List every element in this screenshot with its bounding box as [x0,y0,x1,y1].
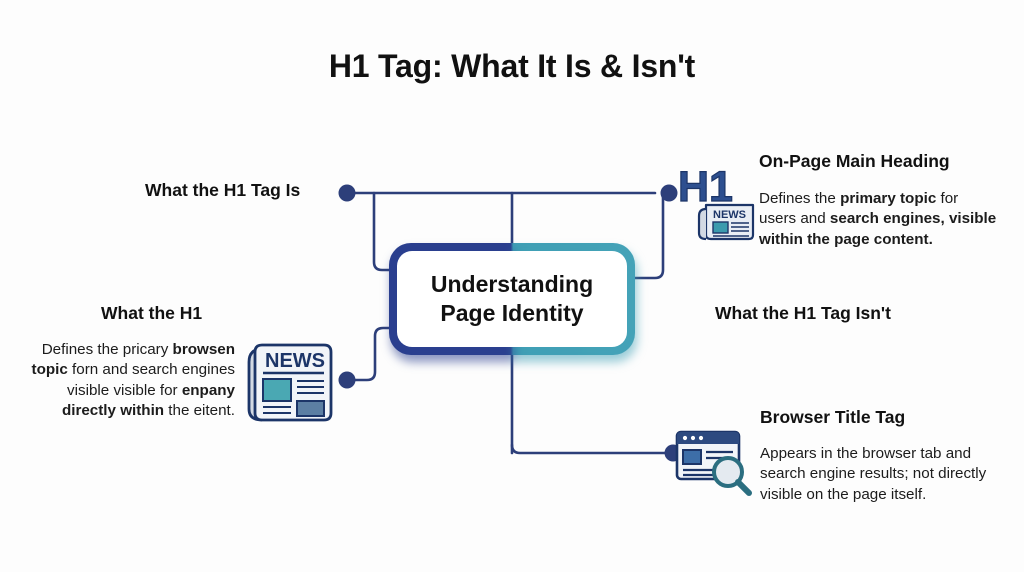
connector-dot-top-left [338,184,356,202]
connector-dot-top-right [660,184,678,202]
center-node: Understanding Page Identity [389,243,637,362]
connector-dot-left-middle [338,371,356,389]
h1-icon-text: H1 [678,163,733,211]
svg-text:NEWS: NEWS [713,209,746,221]
page-title: H1 Tag: What It Is & Isn't [328,48,696,84]
branch-bottom-right-body: Appears in the browser tab and search en… [760,445,987,503]
h1-news-icon: H1 NEWS [677,162,755,241]
center-node-inner: Understanding Page Identity [397,251,627,347]
branch-bottom-right-title: Browser Title Tag [760,407,906,427]
label-what-h1-tag-isnt: What the H1 Tag Isn't [715,303,891,323]
branch-top-right-body: Defines the primary topic for users and … [759,190,997,248]
center-line-1: Understanding [430,271,594,298]
center-node-label: Understanding Page Identity [431,270,593,328]
newspaper-masthead: NEWS [265,350,325,372]
branch-left-middle-title: What the H1 [101,303,203,323]
newspaper-icon: NEWS [247,343,333,422]
branch-top-right-title: On-Page Main Heading [759,151,950,171]
branch-left-middle-body: Defines the pricary browsen topic forn a… [31,341,235,420]
browser-search-icon [675,430,752,496]
center-line-2: Page Identity [440,300,584,326]
label-what-h1-tag-is: What the H1 Tag Is [145,180,301,200]
